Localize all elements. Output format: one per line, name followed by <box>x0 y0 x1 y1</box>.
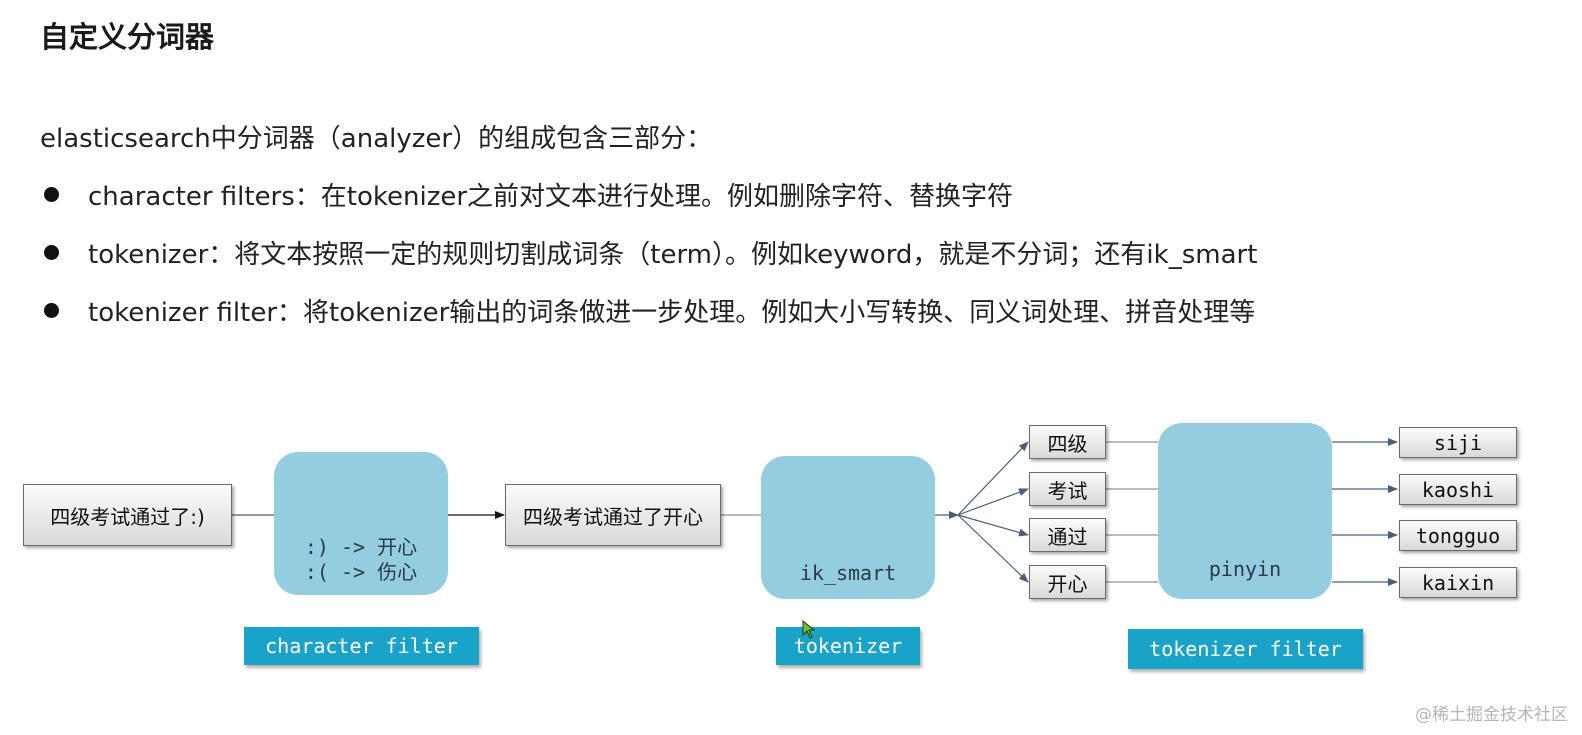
output-text: siji <box>1433 430 1483 455</box>
mouse-cursor-icon <box>802 620 816 639</box>
token-filter-block <box>1158 423 1332 599</box>
bullet-item-character-filters: character filters：在tokenizer之前对文本进行处理。例如… <box>40 176 1013 213</box>
output-text: tongguo <box>1415 523 1501 548</box>
bullet-item-tokenizer-filter: tokenizer filter：将tokenizer输出的词条做进一步处理。例… <box>40 292 1255 329</box>
output-box: kaixin <box>1399 567 1517 598</box>
char-filter-block <box>274 452 448 595</box>
tokenizer-name: ik_smart <box>799 561 897 585</box>
bullet-item-tokenizer: tokenizer：将文本按照一定的规则切割成词条（term）。例如keywor… <box>40 234 1257 271</box>
output-box: siji <box>1399 427 1517 458</box>
arrow-to-term-siji <box>957 441 1029 516</box>
bullet-dot-icon <box>44 245 59 260</box>
bullet-text: character filters：在tokenizer之前对文本进行处理。例如… <box>88 182 1014 212</box>
token-filter-name: pinyin <box>1208 557 1282 581</box>
term-box: 四级 <box>1029 425 1106 459</box>
arrow-to-term-tongguo <box>957 514 1029 537</box>
intermediate-text: 四级考试通过了开心 <box>523 504 703 529</box>
watermark: @稀土掘金技术社区 <box>1415 705 1568 725</box>
char-filter-rule-2: :( -> 伤心 <box>304 560 418 584</box>
term-text: 通过 <box>1047 524 1088 549</box>
output-text: kaixin <box>1421 570 1495 595</box>
input-text: 四级考试通过了:) <box>50 504 205 529</box>
output-box: tongguo <box>1399 520 1517 551</box>
bullet-text: tokenizer：将文本按照一定的规则切割成词条（term）。例如keywor… <box>88 240 1258 270</box>
term-box: 开心 <box>1029 565 1106 599</box>
arrow-to-term-kaixin <box>957 514 1029 583</box>
term-text: 开心 <box>1047 571 1088 596</box>
intermediate-text-box: 四级考试通过了开心 <box>505 484 721 546</box>
tokenizer-tag: tokenizer <box>776 627 920 665</box>
intro-text: elasticsearch中分词器（analyzer）的组成包含三部分： <box>40 124 713 154</box>
input-text-box: 四级考试通过了:) <box>23 484 232 546</box>
output-box: kaoshi <box>1399 474 1517 505</box>
term-box: 考试 <box>1029 472 1106 506</box>
arrow-to-term-kaoshi <box>957 488 1029 516</box>
term-box: 通过 <box>1029 518 1106 552</box>
bullet-dot-icon <box>44 303 59 318</box>
term-text: 考试 <box>1047 478 1088 503</box>
token-filter-tag: tokenizer filter <box>1128 629 1363 669</box>
output-text: kaoshi <box>1421 477 1495 502</box>
page-title: 自定义分词器 <box>40 20 215 54</box>
bullet-text: tokenizer filter：将tokenizer输出的词条做进一步处理。例… <box>88 298 1256 328</box>
term-text: 四级 <box>1047 431 1088 456</box>
tokenizer-block <box>761 456 935 599</box>
char-filter-tag: character filter <box>244 627 479 665</box>
bullet-dot-icon <box>44 187 59 202</box>
char-filter-rule-1: :) -> 开心 <box>304 535 418 559</box>
